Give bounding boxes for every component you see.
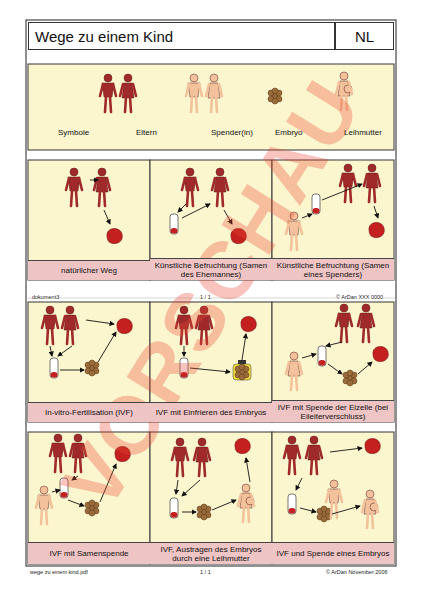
caption-band: IVF mit Spende der Eizelle (bei Eileiter…: [272, 400, 394, 422]
caption-band: IVF mit Samenspende: [28, 542, 150, 564]
caption-text: IVF, Austragen des Embryos durch eine Le…: [153, 545, 269, 563]
caption-text: IVF und Spende eines Embryos: [277, 549, 390, 558]
footer-note: © ArDan XXX 0000: [336, 294, 383, 300]
method-panel: Künstliche Befruchtung (Samen eines Spen…: [272, 160, 394, 280]
title-box: Wege zu einem Kind: [28, 22, 335, 50]
symbol-label: Embryo: [275, 128, 303, 137]
caption-text: natürlicher Weg: [61, 266, 117, 275]
footer-note: dokument3: [32, 294, 59, 300]
symbol-label: Symbole: [58, 128, 89, 137]
caption-band: In-vitro-Fertilisation (IVF): [28, 402, 150, 422]
method-panel: IVF und Spende eines Embryos: [272, 432, 394, 564]
caption-text: IVF mit Samenspende: [49, 549, 128, 558]
level-text: NL: [355, 28, 374, 45]
footer-note: 1 / 1: [200, 569, 211, 575]
caption-band: IVF mit Einfrieren des Embryos: [150, 402, 272, 422]
symbol-label: Eltern: [136, 128, 157, 137]
method-panel: IVF, Austragen des Embryos durch eine Le…: [150, 432, 272, 564]
symbol-label: Spender(in): [211, 128, 253, 137]
caption-text: Künstliche Befruchtung (Samen eines Spen…: [275, 261, 391, 279]
caption-band: Künstliche Befruchtung (Samen des Eheman…: [150, 258, 272, 280]
method-panel: In-vitro-Fertilisation (IVF): [28, 302, 150, 422]
footer-note: 1 / 1: [200, 294, 211, 300]
method-panel: IVF mit Samenspende: [28, 432, 150, 564]
method-panel: Künstliche Befruchtung (Samen des Eheman…: [150, 160, 272, 280]
caption-band: Künstliche Befruchtung (Samen eines Spen…: [272, 258, 394, 280]
level-box: NL: [335, 22, 394, 50]
caption-text: IVF mit Einfrieren des Embryos: [156, 408, 267, 417]
caption-band: IVF, Austragen des Embryos durch eine Le…: [150, 542, 272, 564]
symbol-label: Leihmutter: [344, 128, 382, 137]
title-text: Wege zu einem Kind: [35, 28, 173, 45]
method-panel: natürlicher Weg: [28, 160, 150, 280]
symbol-panel: Symbole Eltern Spender(in) Embryo Leihmutter: [28, 64, 394, 150]
caption-text: IVF mit Spende der Eizelle (bei Eileiter…: [275, 403, 391, 421]
caption-text: Künstliche Befruchtung (Samen des Eheman…: [153, 261, 269, 279]
method-panel: IVF mit Einfrieren des Embryos: [150, 302, 272, 422]
footer-note: © ArDan November 2006: [326, 569, 388, 575]
caption-band: IVF und Spende eines Embryos: [272, 542, 394, 564]
caption-band: natürlicher Weg: [28, 260, 150, 280]
caption-text: In-vitro-Fertilisation (IVF): [45, 408, 133, 417]
footer-note: wege zu einem kind.pdf: [30, 569, 88, 575]
method-panel: IVF mit Spende der Eizelle (bei Eileiter…: [272, 302, 394, 422]
